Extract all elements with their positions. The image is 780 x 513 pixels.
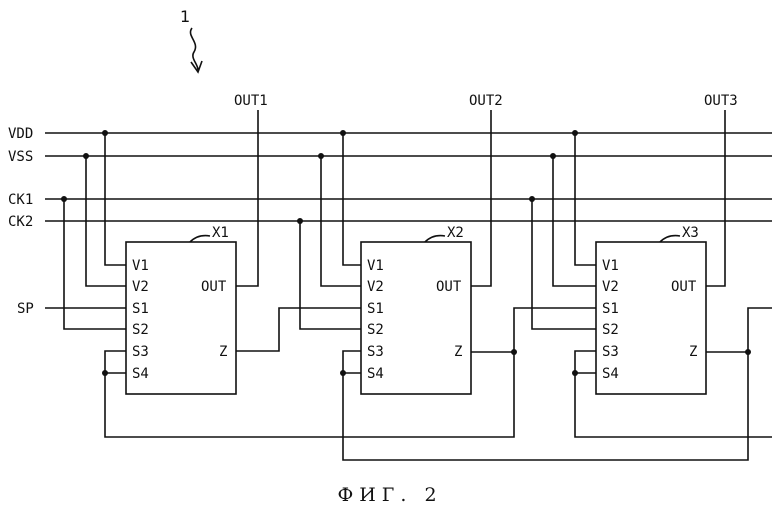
x2-z-junction	[511, 349, 517, 355]
x1-pin-v1: V1	[132, 258, 149, 274]
stage-x1: OUT1 X1 V1 V2 S1 S2 S3 S4 OUT Z	[61, 93, 515, 438]
x1-pin-s1: S1	[132, 301, 149, 317]
x1-s3-feedback-wire	[104, 350, 515, 438]
x1-name: X1	[212, 225, 229, 241]
vss-label: VSS	[8, 149, 33, 165]
x3-name: X3	[682, 225, 699, 241]
reference-arrowhead	[190, 60, 203, 74]
ck2-label: CK2	[8, 214, 33, 230]
x3-z-wire	[706, 307, 772, 353]
figure-caption: ФИГ. 2	[337, 484, 442, 506]
x3-pin-out: OUT	[671, 279, 697, 295]
x2-pin-v1: V1	[367, 258, 384, 274]
x1-z-wire	[236, 307, 361, 352]
x2-out-wire	[471, 110, 492, 287]
x2-pin-s1: S1	[367, 301, 384, 317]
out1-label: OUT1	[234, 93, 268, 109]
x3-pin-s4: S4	[602, 366, 619, 382]
x2-z-wire	[471, 307, 596, 353]
sp-label: SP	[17, 301, 34, 317]
x3-pin-v2: V2	[602, 279, 619, 295]
x2-pin-z: Z	[454, 344, 462, 360]
x1-pin-out: OUT	[201, 279, 227, 295]
x3-vdd-junction	[572, 130, 578, 136]
x3-vss-junction	[550, 153, 556, 159]
vdd-label: VDD	[8, 126, 33, 142]
x1-s2-wire	[63, 199, 126, 330]
x2-pin-out: OUT	[436, 279, 462, 295]
x3-s2-wire	[531, 199, 596, 330]
x2-label-leader	[424, 234, 446, 243]
ck1-label: CK1	[8, 192, 33, 208]
x3-pin-s3: S3	[602, 344, 619, 360]
x2-s4-junction	[340, 370, 346, 376]
x3-s3-feedback-wire	[574, 350, 772, 438]
x1-pin-s3: S3	[132, 344, 149, 360]
x1-ck1-junction	[61, 196, 67, 202]
x1-pin-z: Z	[219, 344, 227, 360]
stage-x2: OUT2 X2 V1 V2 S1 S2 S3 S4 OUT Z	[297, 93, 749, 461]
reference-arrow	[189, 27, 199, 71]
x2-name: X2	[447, 225, 464, 241]
x1-label-leader	[189, 234, 211, 243]
figure-ref-number: 1	[180, 7, 190, 26]
x1-vss-junction	[83, 153, 89, 159]
x2-v2-wire	[320, 156, 361, 287]
out2-label: OUT2	[469, 93, 503, 109]
out3-label: OUT3	[704, 93, 738, 109]
x3-z-junction	[745, 349, 751, 355]
x1-pin-s4: S4	[132, 366, 149, 382]
stage-x3: OUT3 X3 V1 V2 S1 S2 S3 S4 OUT Z	[529, 93, 772, 438]
x3-v2-wire	[552, 156, 596, 287]
x1-pin-v2: V2	[132, 279, 149, 295]
x3-pin-s2: S2	[602, 322, 619, 338]
x1-block	[125, 241, 237, 395]
x3-block	[595, 241, 707, 395]
x2-pin-s2: S2	[367, 322, 384, 338]
x1-pin-s2: S2	[132, 322, 149, 338]
x3-s4-junction	[572, 370, 578, 376]
x2-pin-s4: S4	[367, 366, 384, 382]
x1-v2-wire	[85, 156, 126, 287]
x2-s3-feedback-wire	[342, 350, 749, 461]
x2-pin-v2: V2	[367, 279, 384, 295]
x2-block	[360, 241, 472, 395]
x1-s4-junction	[102, 370, 108, 376]
x3-out-wire	[706, 110, 726, 287]
x2-s2-wire	[299, 221, 361, 330]
x3-label-leader	[659, 234, 681, 243]
x3-ck1-junction	[529, 196, 535, 202]
x3-v1-wire	[574, 133, 596, 266]
x1-vdd-junction	[102, 130, 108, 136]
x2-vss-junction	[318, 153, 324, 159]
x3-pin-z: Z	[689, 344, 697, 360]
x3-pin-s1: S1	[602, 301, 619, 317]
x2-pin-s3: S3	[367, 344, 384, 360]
x2-ck2-junction	[297, 218, 303, 224]
x1-out-wire	[236, 110, 259, 287]
x1-v1-wire	[104, 133, 126, 266]
x2-v1-wire	[342, 133, 361, 266]
x3-pin-v1: V1	[602, 258, 619, 274]
x2-vdd-junction	[340, 130, 346, 136]
